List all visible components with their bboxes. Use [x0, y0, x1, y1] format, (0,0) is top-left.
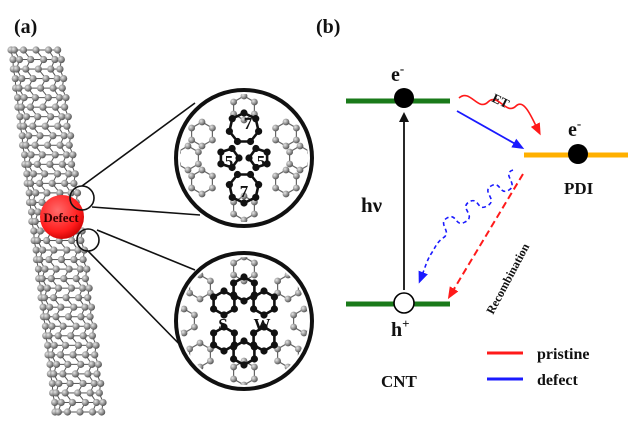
electron-cnt	[394, 88, 414, 108]
ring-label-5-left: 5	[225, 152, 234, 171]
legend-label-pristine: pristine	[537, 346, 589, 363]
recombination-arrow-pristine	[447, 173, 524, 300]
panel-b-label: (b)	[316, 16, 340, 38]
hv-label: hν	[361, 193, 383, 217]
hole-cnt	[393, 292, 415, 314]
recombination-arrow-defect	[418, 169, 514, 284]
cnt-label: CNT	[381, 372, 418, 391]
legend: pristine defect	[487, 346, 589, 389]
inset-5577-defect: 7 5 5 7	[174, 88, 314, 228]
electron-pdi-label: e-	[568, 116, 581, 141]
electron-pdi	[568, 144, 588, 164]
et-arrow-defect	[456, 110, 525, 149]
defect-label: Defect	[43, 210, 79, 225]
et-label: ET	[490, 90, 512, 111]
ring-label-5-right: 5	[257, 152, 266, 171]
defect-marker: Defect	[40, 195, 84, 239]
ring-label-w: W	[254, 315, 271, 334]
zoom-lines	[81, 102, 201, 356]
ring-label-7-top: 7	[244, 114, 253, 133]
hole-label: h+	[391, 316, 410, 341]
inset-stone-wales: S W	[174, 251, 314, 391]
recombination-label: Recombination	[483, 241, 532, 317]
electron-cnt-label: e-	[391, 61, 404, 86]
panel-a-label: (a)	[14, 16, 37, 38]
pdi-label: PDI	[564, 179, 594, 198]
ring-label-7-bottom: 7	[240, 182, 249, 201]
legend-label-defect: defect	[537, 372, 579, 389]
nanotube	[7, 46, 107, 416]
et-arrow-pristine	[458, 94, 541, 136]
callout-circle-top	[69, 185, 95, 211]
ring-label-s: S	[218, 315, 227, 334]
